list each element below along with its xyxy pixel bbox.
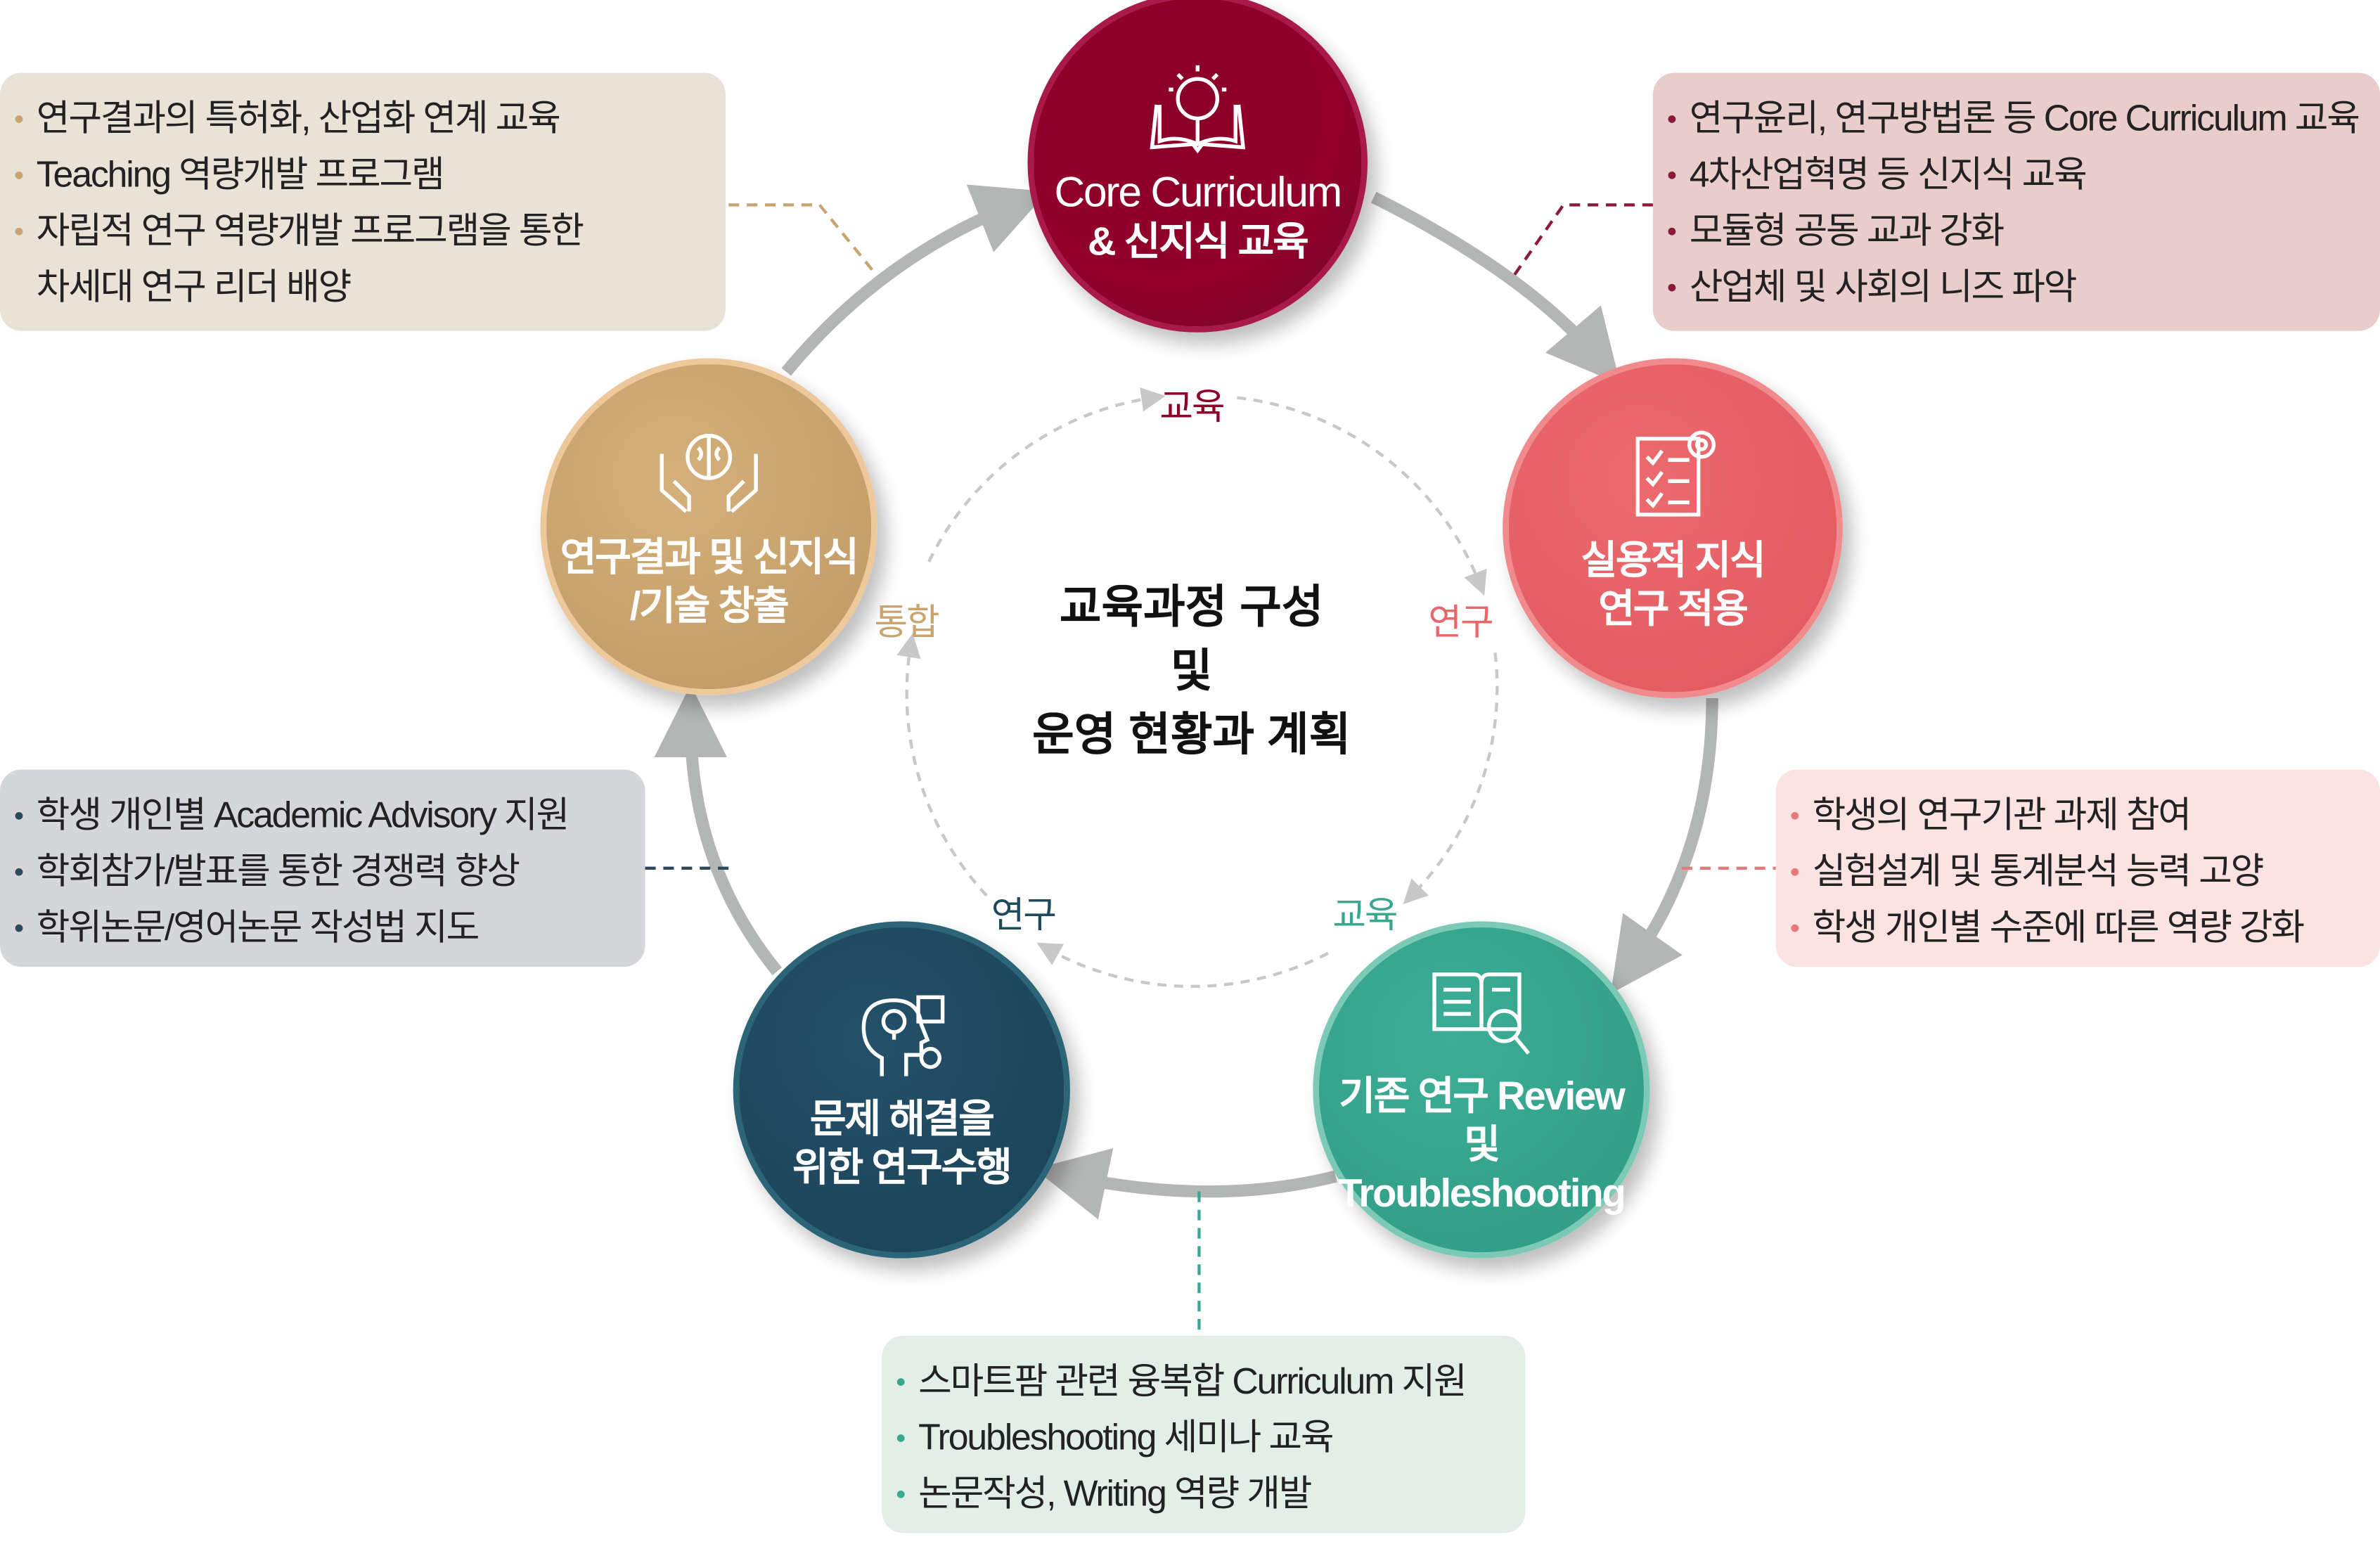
- bullet-icon: [1668, 115, 1676, 123]
- item-text: 스마트팜 관련 융복합 Curriculum 지원: [918, 1361, 1467, 1403]
- item-text: 학생의 연구기관 과제 참여: [1812, 795, 2192, 837]
- bullet-icon: [1791, 924, 1799, 932]
- node-label: 연구 적용: [1598, 586, 1749, 632]
- node-label: & 신지식 교육: [1087, 218, 1309, 264]
- leader-top-right: [1509, 203, 1653, 282]
- center-title-line: 및: [1170, 646, 1213, 697]
- node-label: Core Curriculum: [1054, 168, 1342, 216]
- checklist-gear-icon: [1635, 430, 1716, 517]
- node-core-curriculum: Core Curriculum & 신지식 교육: [1027, 0, 1368, 333]
- item-text: 학회참가/발표를 통한 경쟁력 향상: [36, 851, 520, 893]
- inner-arc-1: [1237, 396, 1487, 596]
- item-text: 4차산업혁명 등 신지식 교육: [1689, 155, 2088, 196]
- bullet-icon: [15, 115, 23, 123]
- center-title-line: 교육과정 구성: [1059, 582, 1324, 633]
- inner-label-research-right: 연구: [1428, 603, 1493, 644]
- item-text: 실험설계 및 통계분석 능력 고양: [1812, 851, 2265, 893]
- list-item: 연구결과의 특허화, 산업화 연계 교육: [15, 91, 711, 148]
- inner-label-research-bottom-left: 연구: [991, 895, 1057, 937]
- list-item: Troubleshooting 세미나 교육: [896, 1410, 1510, 1467]
- center-title-line: 운영 현황과 계획: [1032, 710, 1351, 761]
- inner-label-education-top: 교육: [1159, 387, 1225, 428]
- node-label: 기존 연구 Review 및: [1339, 1073, 1625, 1168]
- book-brain-icon: [1150, 65, 1246, 154]
- bullet-icon: [15, 924, 23, 932]
- item-text: 학생 개인별 Academic Advisory 지원: [36, 795, 570, 837]
- bullet-icon: [1668, 227, 1676, 236]
- node-label: 실용적 지식: [1581, 537, 1766, 583]
- item-text: 연구결과의 특허화, 산업화 연계 교육: [36, 98, 561, 140]
- leader-top-left: [728, 203, 879, 278]
- list-item: 학회참가/발표를 통한 경쟁력 향상: [15, 844, 630, 900]
- arrow-solve-to-create: [654, 684, 783, 976]
- bullet-icon: [15, 811, 23, 820]
- info-box-top-right: 연구윤리, 연구방법론 등 Core Curriculum 교육 4차산업혁명 …: [1652, 72, 2380, 331]
- inner-arc-2: [1403, 652, 1499, 904]
- info-box-mid-right: 학생의 연구기관 과제 참여 실험설계 및 통계분석 능력 고양 학생 개인별 …: [1775, 769, 2380, 967]
- arrow-core-to-applied: [1370, 191, 1621, 385]
- item-text: Troubleshooting 세미나 교육: [918, 1417, 1334, 1459]
- list-item: 연구윤리, 연구방법론 등 Core Curriculum 교육: [1668, 91, 2365, 148]
- item-text: 모듈형 공동 교과 강화: [1689, 211, 2005, 252]
- list-item: 학생 개인별 수준에 따른 역량 강화: [1791, 900, 2365, 956]
- list-item: 산업체 및 사회의 니즈 파악: [1668, 259, 2365, 316]
- node-label: Troubleshooting: [1338, 1170, 1626, 1216]
- list-item: 모듈형 공동 교과 강화: [1668, 203, 2365, 259]
- bullet-icon: [1668, 283, 1676, 292]
- list-item: 자립적 연구 역량개발 프로그램을 통한: [15, 203, 711, 259]
- list-item: Teaching 역량개발 프로그램: [15, 147, 711, 203]
- node-knowledge-creation: 연구결과 및 신지식 /기술 창출: [540, 358, 877, 695]
- item-text: 학위논문/영어논문 작성법 지도: [36, 907, 480, 949]
- bullet-icon: [896, 1378, 905, 1386]
- inner-label-education-bottom-right: 교육: [1332, 895, 1398, 937]
- center-title: 교육과정 구성 및 운영 현황과 계획: [972, 577, 1412, 768]
- inner-arc-5: [927, 387, 1166, 562]
- head-idea-icon: [861, 995, 945, 1076]
- arrow-review-to-solve: [1034, 1148, 1337, 1220]
- bullet-icon: [896, 1490, 905, 1498]
- inner-arc-4: [896, 633, 988, 897]
- bullet-icon: [896, 1434, 905, 1442]
- list-item: 논문작성, Writing 역량 개발: [896, 1466, 1510, 1522]
- bullet-icon: [15, 227, 23, 236]
- bullet-icon: [15, 868, 23, 876]
- node-label: 문제 해결을: [809, 1095, 995, 1142]
- list-item: 차세대 연구 리더 배양: [15, 259, 711, 316]
- node-label: 연구결과 및 신지식: [560, 534, 859, 580]
- bullet-icon: [15, 171, 23, 179]
- book-magnifier-icon: [1432, 972, 1530, 1055]
- hands-brain-icon: [660, 433, 758, 513]
- list-item: 스마트팜 관련 융복합 Curriculum 지원: [896, 1354, 1510, 1410]
- arrow-create-to-core: [781, 184, 1048, 376]
- bullet-icon: [1668, 171, 1676, 179]
- inner-label-integration-left: 통합: [874, 603, 939, 644]
- item-text: Teaching 역량개발 프로그램: [36, 155, 445, 196]
- bullet-icon: [1791, 868, 1799, 876]
- list-item: 학생의 연구기관 과제 참여: [1791, 787, 2365, 844]
- info-box-top-left: 연구결과의 특허화, 산업화 연계 교육 Teaching 역량개발 프로그램 …: [0, 72, 726, 331]
- item-text: 산업체 및 사회의 니즈 파악: [1689, 266, 2078, 309]
- item-text: 자립적 연구 역량개발 프로그램을 통한: [36, 211, 584, 252]
- arrow-applied-to-review: [1610, 698, 1718, 994]
- node-review-troubleshooting: 기존 연구 Review 및 Troubleshooting: [1313, 921, 1650, 1259]
- item-text: 차세대 연구 리더 배양: [36, 266, 352, 309]
- info-box-mid-left: 학생 개인별 Academic Advisory 지원 학회참가/발표를 통한 …: [0, 769, 645, 967]
- item-text: 논문작성, Writing 역량 개발: [918, 1474, 1312, 1515]
- list-item: 학위논문/영어논문 작성법 지도: [15, 900, 630, 956]
- node-label: 위한 연구수행: [792, 1144, 1012, 1190]
- list-item: 학생 개인별 Academic Advisory 지원: [15, 787, 630, 844]
- item-text: 연구윤리, 연구방법론 등 Core Curriculum 교육: [1689, 98, 2360, 140]
- node-problem-solving-research: 문제 해결을 위한 연구수행: [733, 921, 1070, 1259]
- bullet-icon: [1791, 811, 1799, 820]
- item-text: 학생 개인별 수준에 따른 역량 강화: [1812, 907, 2305, 949]
- info-box-bottom: 스마트팜 관련 융복합 Curriculum 지원 Troubleshootin…: [882, 1335, 1526, 1533]
- node-label: /기술 창출: [629, 582, 790, 629]
- list-item: 4차산업혁명 등 신지식 교육: [1668, 147, 2365, 203]
- node-applied-research: 실용적 지식 연구 적용: [1503, 358, 1843, 699]
- list-item: 실험설계 및 통계분석 능력 고양: [1791, 844, 2365, 900]
- inner-arc-3: [1036, 942, 1329, 989]
